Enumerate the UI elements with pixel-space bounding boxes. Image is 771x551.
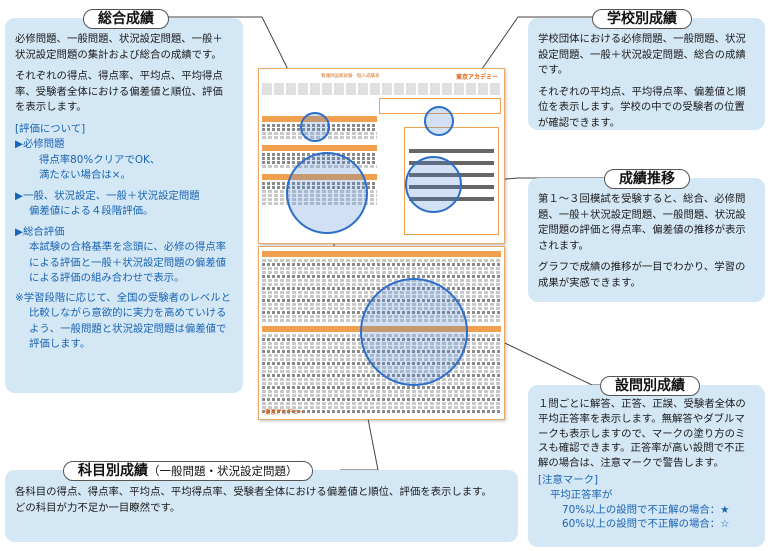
trend-body-1: 第１～３回模試を受験すると、総合、必修問題、一般＋状況設定問題、一般問題、状況設… (538, 193, 746, 252)
highlight-circle-overall (300, 112, 330, 142)
question-body: １問ごとに解答、正答、正誤、受験者全体の平均正答率を表示します。無解答やダブルマ… (538, 398, 746, 470)
question-note-sub: 平均正答率が (550, 488, 613, 501)
overall-item3-title: ▶総合評価 (15, 225, 65, 238)
subject-body-1: 各科目の得点、得点率、平均点、平均得点率、受験者全体における偏差値と順位、評価を… (15, 486, 492, 498)
panel-subject-title-main: 科目別成績 (78, 463, 148, 479)
overall-body-2: それぞれの得点、得点率、平均点、平均得点率、受験者全体における偏差値と順位、評価… (15, 70, 223, 113)
school-body-2: それぞれの平均点、平均得点率、偏差値と順位を表示します。学校の中での受験者の位置… (538, 85, 746, 129)
highlight-circle-trend (405, 156, 462, 213)
highlight-circle-school (424, 106, 454, 136)
panel-trend-title: 成績推移 (604, 169, 690, 189)
overall-item2-title: ▶一般、状況設定、一般＋状況設定問題 (15, 189, 200, 202)
subject-body-2: どの科目が力不足か一目瞭然です。 (15, 501, 181, 514)
question-note-line1: 70%以上の設問で不正解の場合：★ (562, 503, 730, 516)
report-header-title: 看護師国家試験 個人成績表 (321, 74, 380, 79)
question-note-heading: [注意マーク] (538, 473, 599, 486)
overall-eval-heading: [評価について] (15, 122, 86, 135)
panel-school-title: 学校別成績 (592, 9, 692, 29)
panel-subject: 科目別成績（一般問題・状況設定問題） 各科目の得点、得点率、平均点、平均得点率、… (5, 461, 518, 542)
overall-note: ※学習段階に応じて、全国の受験者のレベルと比較しながら意欲的に実力を高めていける… (15, 291, 231, 351)
overall-body-1: 必修問題、一般問題、状況設定問題、一般＋状況設定問題の集計および総合の成績です。 (15, 33, 223, 61)
panel-overall: 総合成績 必修問題、一般問題、状況設定問題、一般＋状況設定問題の集計および総合の… (5, 9, 243, 393)
overall-item1-title: ▶必修問題 (15, 138, 65, 150)
overall-item1-line2: 満たない場合は×。 (39, 169, 131, 181)
highlight-circle-question (360, 278, 468, 386)
panel-question-title: 設問別成績 (600, 376, 700, 396)
school-body-1: 学校団体における必修問題、一般問題、状況設定問題、一般＋状況設定問題、総合の成績… (538, 33, 746, 76)
panel-overall-title: 総合成績 (83, 9, 169, 29)
highlight-circle-subject (286, 152, 368, 234)
panel-question: 設問別成績 １問ごとに解答、正答、正誤、受験者全体の平均正答率を表示します。無解… (528, 376, 765, 547)
panel-trend: 成績推移 第１～３回模試を受験すると、総合、必修問題、一般＋状況設定問題、一般問… (528, 169, 765, 302)
overall-item1-line1: 得点率80%クリアでOK、 (39, 153, 161, 166)
overall-item2-line1: 偏差値による４段階評価。 (29, 205, 154, 217)
overall-item3-body: 本試験の合格基準を念頭に、必修の得点率による評価と一般＋状況設定問題の偏差値によ… (29, 241, 227, 284)
question-note-line2: 60%以上の設問で不正解の場合：☆ (562, 518, 730, 531)
panel-subject-title-sub: （一般問題・状況設定問題） (148, 464, 298, 478)
panel-subject-title: 科目別成績（一般問題・状況設定問題） (63, 461, 313, 481)
trend-body-2: グラフで成績の推移が一目でわかり、学習の成果が実感できます。 (538, 261, 746, 289)
report-footer-brand: 東京アカデミー (265, 410, 304, 416)
panel-school: 学校別成績 学校団体における必修問題、一般問題、状況設定問題、一般＋状況設定問題… (528, 9, 765, 130)
report-brand-logo: 東京アカデミー (455, 74, 498, 81)
report-header: 看護師国家試験 個人成績表 東京アカデミー (259, 69, 504, 83)
